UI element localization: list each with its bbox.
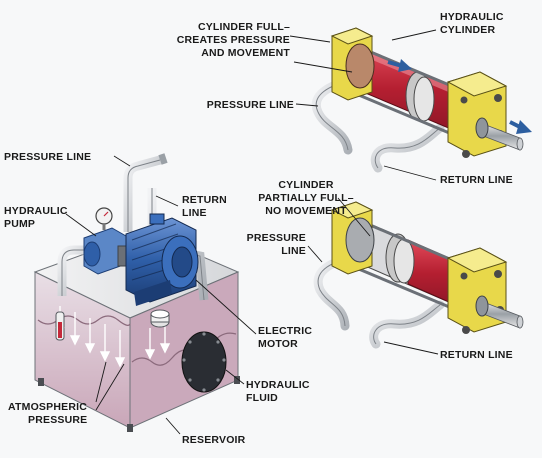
label-electric-motor-2: MOTOR	[258, 338, 298, 350]
label-hydraulic-pump-2: PUMP	[4, 218, 35, 230]
label-hydraulic-fluid-1: HYDRAULIC	[246, 379, 310, 391]
label-pressure-line-mid-2: LINE	[281, 245, 306, 257]
label-return-line-pump-2: LINE	[182, 207, 207, 219]
label-cylinder-partial-3: NO MOVEMENT	[265, 205, 347, 217]
label-return-line-bottom: RETURN LINE	[440, 349, 513, 361]
leader-lines	[65, 29, 439, 435]
label-atmospheric-2: PRESSURE	[28, 414, 87, 426]
label-atmospheric-1: ATMOSPHERIC	[8, 401, 87, 413]
label-reservoir: RESERVOIR	[182, 434, 246, 446]
label-cylinder-full-2: CREATES PRESSURE	[177, 34, 290, 46]
label-return-line-pump-1: RETURN	[182, 194, 227, 206]
hydraulic-cylinder-full	[311, 27, 532, 173]
label-pressure-line-pump: PRESSURE LINE	[4, 151, 91, 163]
label-electric-motor-1: ELECTRIC	[258, 325, 312, 337]
label-cylinder-full-1: CYLINDER FULL–	[198, 21, 290, 33]
hydraulic-cylinder-partial	[313, 201, 524, 349]
label-pressure-line-mid-1: PRESSURE	[247, 232, 306, 244]
label-cylinder-partial-2: PARTIALLY FULL–	[258, 192, 354, 204]
label-cylinder-full-3: AND MOVEMENT	[201, 47, 290, 59]
label-hydraulic-cylinder-2: CYLINDER	[440, 24, 495, 36]
electric-motor	[125, 213, 199, 306]
label-return-line-top: RETURN LINE	[440, 174, 513, 186]
label-cylinder-partial-1: CYLINDER	[278, 179, 333, 191]
label-hydraulic-fluid-2: FLUID	[246, 392, 278, 404]
label-hydraulic-pump-1: HYDRAULIC	[4, 205, 68, 217]
label-pressure-line-top: PRESSURE LINE	[207, 99, 294, 111]
label-hydraulic-cylinder-1: HYDRAULIC	[440, 11, 504, 23]
reservoir-assembly	[33, 153, 240, 432]
